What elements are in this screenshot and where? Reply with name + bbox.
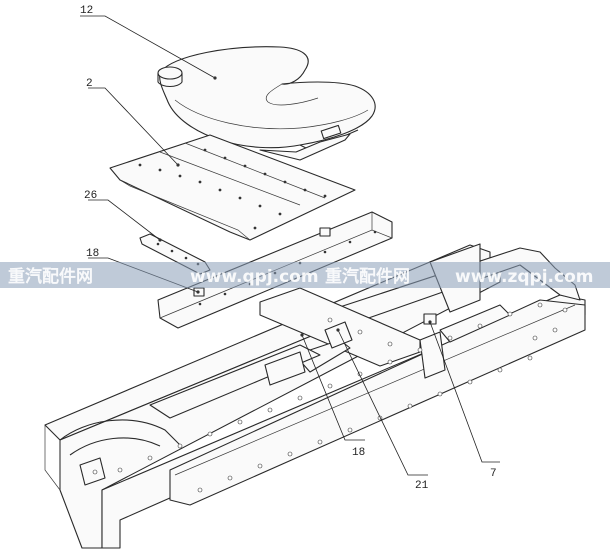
callout-18-lower: 18 [352, 447, 365, 459]
callout-12: 12 [80, 5, 93, 17]
watermark-center: www.qpj.com [190, 267, 319, 287]
callout-26: 26 [84, 190, 97, 202]
leader-lines [80, 15, 500, 476]
callout-21: 21 [415, 480, 429, 492]
chassis-frame [44, 243, 586, 549]
part-21-bracket [324, 321, 353, 349]
watermark-left: 重汽配件网 [8, 266, 93, 287]
part-7-block [423, 313, 437, 325]
watermark: 重汽配件网 www.qpj.com 重汽配件网 www.zqpj.com [0, 262, 610, 288]
watermark-right-url: www.zqpj.com [455, 267, 593, 287]
callout-labels: 12 2 26 18 18 21 7 [80, 5, 497, 492]
seat-mounting-plate [109, 134, 356, 241]
seat-cushion [157, 46, 376, 161]
callout-7: 7 [490, 468, 497, 480]
callout-2: 2 [86, 78, 93, 90]
watermark-right-cn: 重汽配件网 [325, 266, 410, 287]
mounting-plate-holes [138, 148, 327, 230]
callout-18-upper: 18 [86, 248, 99, 260]
frame-rivet-holes [92, 302, 568, 493]
